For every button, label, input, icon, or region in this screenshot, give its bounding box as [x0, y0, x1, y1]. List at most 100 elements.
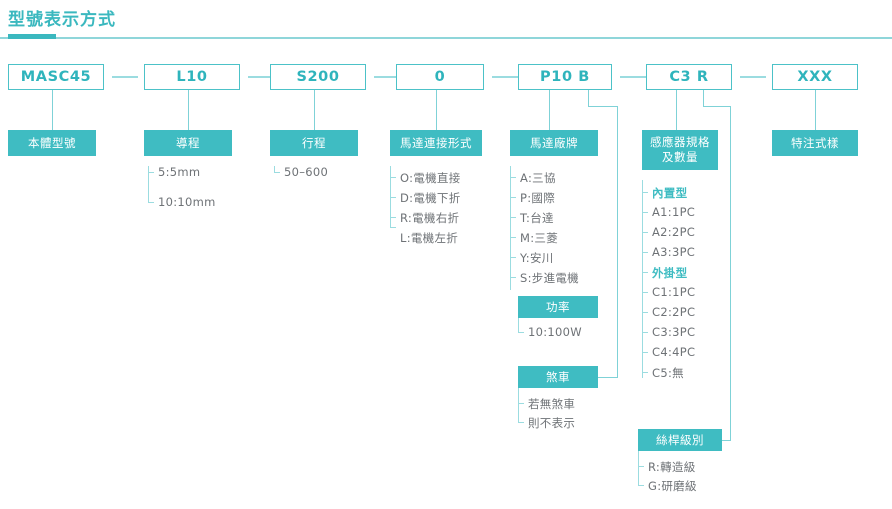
code-box-body-model[interactable]: MASC45 [8, 64, 104, 90]
tick-power-0 [518, 332, 524, 334]
option-sensor-9: C5:無 [652, 366, 684, 380]
spine-sensor [642, 180, 644, 378]
separator-dash-3 [374, 76, 400, 78]
separator-dash-5 [620, 76, 646, 78]
plate-special: 特注式樣 [772, 130, 858, 156]
tick-mc-3 [390, 227, 396, 229]
spine-stroke [274, 166, 276, 173]
spine-screw-grade [638, 451, 640, 486]
option-brake-0: 若無煞車 [528, 397, 576, 411]
connector-body-model [52, 90, 54, 130]
tick-sensor-0 [642, 192, 648, 194]
code-box-lead[interactable]: L10 [144, 64, 240, 90]
option-screw-1: G:研磨級 [648, 479, 697, 493]
plate-sensor-line1: 感應器規格 [650, 135, 710, 149]
option-mb-2: T:台達 [520, 211, 554, 225]
option-sensor-6: C2:2PC [652, 305, 696, 319]
connector-brake-stub [588, 90, 590, 107]
option-sensor-4: 外掛型 [652, 266, 688, 280]
tick-mc-2 [390, 217, 396, 219]
option-stroke-0: 50–600 [284, 165, 329, 179]
code-box-motor-connection[interactable]: 0 [396, 64, 484, 90]
tick-stroke-0 [274, 172, 280, 174]
option-mc-1: D:電機下折 [400, 191, 461, 205]
option-power-0: 10:100W [528, 325, 582, 339]
code-box-special[interactable]: XXX [772, 64, 858, 90]
tick-sensor-4 [642, 272, 648, 274]
tick-sensor-1 [642, 212, 648, 214]
option-mc-3: L:電機左折 [400, 231, 459, 245]
tick-sensor-8 [642, 352, 648, 354]
connector-brake-in [588, 377, 618, 379]
tick-screw-0 [638, 466, 644, 468]
tick-screw-1 [638, 485, 644, 487]
plate-motor-connection: 馬達連接形式 [390, 130, 482, 156]
plate-brake: 煞車 [518, 366, 598, 388]
option-sensor-7: C3:3PC [652, 325, 696, 339]
connector-motor-brand [549, 90, 551, 130]
tick-mc-1 [390, 197, 396, 199]
tick-lead-0 [148, 172, 154, 174]
tick-sensor-3 [642, 252, 648, 254]
connector-screw-elbow [703, 106, 731, 108]
plate-screw-grade: 絲桿級別 [638, 429, 722, 451]
option-sensor-2: A2:2PC [652, 225, 696, 239]
option-mb-3: M:三菱 [520, 231, 558, 245]
connector-screw-spine [730, 106, 732, 441]
code-box-stroke[interactable]: S200 [270, 64, 366, 90]
option-sensor-5: C1:1PC [652, 285, 696, 299]
option-brake-1: 則不表示 [528, 416, 576, 430]
plate-body-model: 本體型號 [8, 130, 96, 156]
header-accent-bar [8, 34, 56, 39]
connector-brake-elbow [588, 106, 618, 108]
tick-mb-1 [510, 197, 516, 199]
code-box-sensor[interactable]: C3 R [646, 64, 732, 90]
option-mc-0: O:電機直接 [400, 171, 461, 185]
connector-special [815, 90, 817, 130]
connector-stroke [314, 90, 316, 130]
separator-dash-2 [248, 76, 274, 78]
option-mb-5: S:步進電機 [520, 271, 579, 285]
plate-power: 功率 [518, 296, 598, 318]
spine-power [518, 318, 520, 333]
separator-dash-6 [740, 76, 766, 78]
spine-brake [518, 388, 520, 423]
tick-sensor-9 [642, 372, 648, 374]
separator-dash-4 [492, 76, 518, 78]
tick-mb-0 [510, 177, 516, 179]
plate-sensor: 感應器規格 及數量 [642, 130, 718, 170]
header-divider [0, 37, 892, 39]
option-mb-1: P:國際 [520, 191, 556, 205]
option-lead-1: 10:10mm [158, 195, 216, 209]
connector-motor-connection [436, 90, 438, 130]
option-sensor-8: C4:4PC [652, 345, 696, 359]
tick-sensor-6 [642, 312, 648, 314]
connector-brake-spine [617, 106, 619, 378]
option-sensor-3: A3:3PC [652, 245, 696, 259]
tick-mb-5 [510, 277, 516, 279]
spine-lead [148, 166, 150, 203]
tick-lead-1 [148, 202, 154, 204]
option-sensor-1: A1:1PC [652, 205, 696, 219]
spine-motor-brand [510, 166, 512, 290]
connector-screw-stub [703, 90, 705, 107]
option-mb-4: Y:安川 [520, 251, 554, 265]
option-mb-0: A:三協 [520, 171, 556, 185]
tick-mb-4 [510, 257, 516, 259]
tick-mc-0 [390, 177, 396, 179]
tick-mb-3 [510, 237, 516, 239]
option-sensor-0: 內置型 [652, 186, 688, 200]
tick-mb-2 [510, 217, 516, 219]
connector-sensor [676, 90, 678, 130]
tick-sensor-7 [642, 332, 648, 334]
page-title: 型號表示方式 [8, 10, 116, 30]
code-box-motor-brand[interactable]: P10 B [518, 64, 612, 90]
plate-stroke: 行程 [270, 130, 358, 156]
plate-lead: 導程 [144, 130, 232, 156]
tick-sensor-2 [642, 232, 648, 234]
option-screw-0: R:轉造級 [648, 460, 696, 474]
plate-motor-brand: 馬達廠牌 [510, 130, 598, 156]
option-lead-0: 5:5mm [158, 165, 201, 179]
plate-sensor-line2: 及數量 [662, 150, 698, 164]
